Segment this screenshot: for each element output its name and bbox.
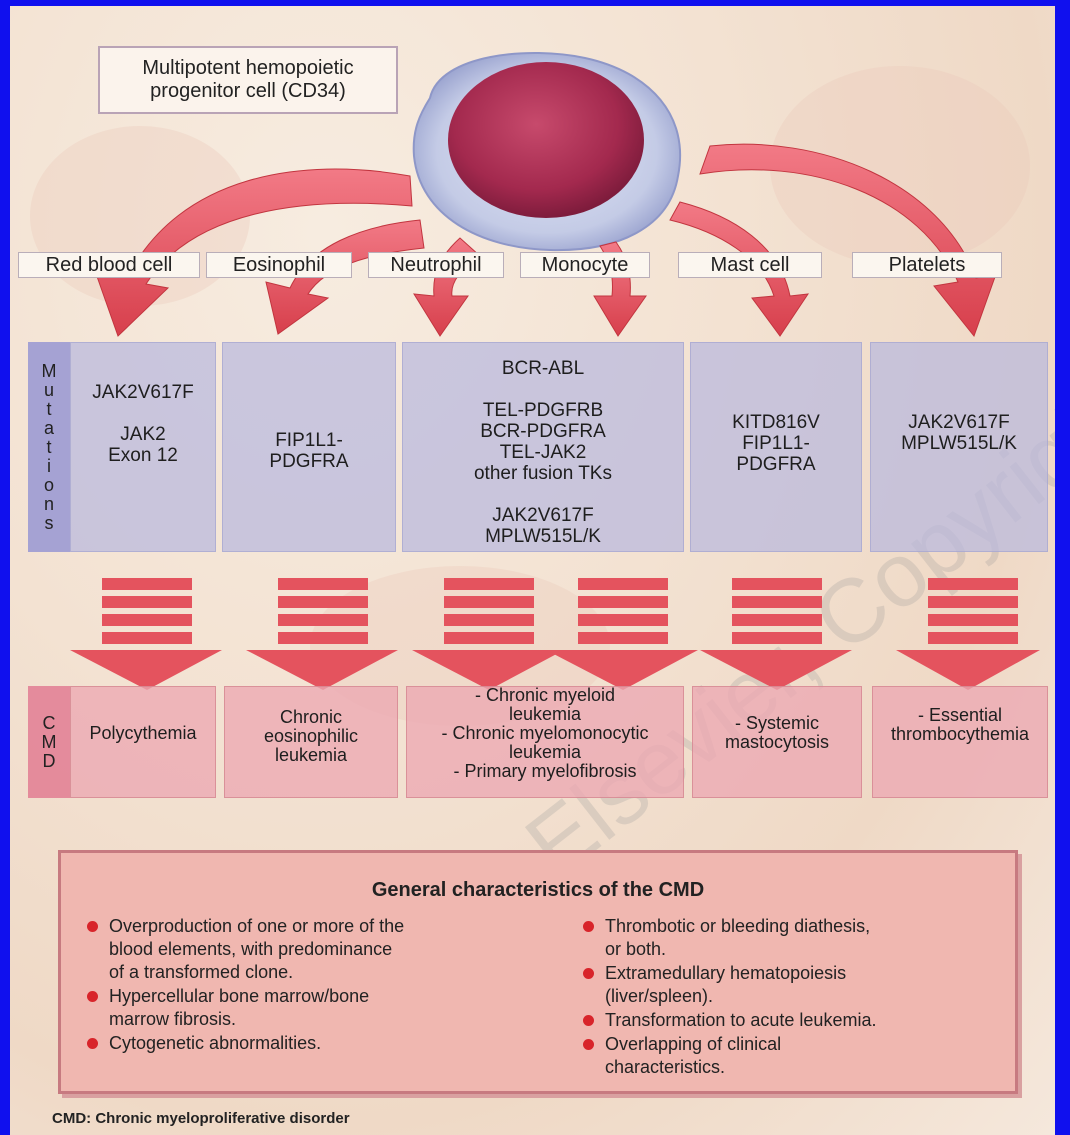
cmd-label-letter: D <box>43 752 56 771</box>
characteristic-text: Overproduction of one or more of the blo… <box>109 916 404 982</box>
bullet-dot-icon <box>583 921 594 932</box>
general-characteristics-box: General characteristics of the CMD Overp… <box>58 850 1018 1094</box>
mutations-side-label: M u t a t i o n s <box>28 342 70 552</box>
mutations-label-letter: t <box>46 438 51 457</box>
cell-type-label: Monocyte <box>520 252 650 278</box>
mutations-label-letter: i <box>47 457 51 476</box>
cell-type-label: Eosinophil <box>206 252 352 278</box>
striped-arrow-1 <box>70 578 222 690</box>
characteristic-text: Transformation to acute leukemia. <box>605 1010 876 1030</box>
mutation-text: BCR-ABL TEL-PDGFRB BCR-PDGFRA TEL-JAK2 o… <box>402 358 684 547</box>
general-characteristics-title: General characteristics of the CMD <box>61 879 1015 902</box>
cmd-label-letter: M <box>42 733 57 752</box>
diagram-canvas: © 2012 Elsevier, Copyright material Mult… <box>10 6 1055 1135</box>
mutation-text: JAK2V617F JAK2 Exon 12 <box>70 382 216 466</box>
mutations-label-letter: M <box>42 362 57 381</box>
cell-type-label: Mast cell <box>678 252 822 278</box>
cmd-side-label: C M D <box>28 686 70 798</box>
bullet-dot-icon <box>583 968 594 979</box>
cmd-text: Polycythemia <box>70 724 216 743</box>
mutations-label-letter: t <box>46 400 51 419</box>
characteristics-list-left: Overproduction of one or more of the blo… <box>83 915 553 1056</box>
striped-arrow-3 <box>412 578 564 690</box>
characteristic-text: Overlapping of clinical characteristics. <box>605 1034 781 1077</box>
characteristic-item: Transformation to acute leukemia. <box>579 1009 999 1032</box>
cell-type-label: Platelets <box>852 252 1002 278</box>
cell-type-label: Red blood cell <box>18 252 200 278</box>
characteristic-item: Cytogenetic abnormalities. <box>83 1032 553 1055</box>
stem-cell-icon <box>414 53 680 250</box>
cell-type-label: Neutrophil <box>368 252 504 278</box>
cmd-text: - Systemic mastocytosis <box>692 714 862 752</box>
characteristic-item: Extramedullary hematopoiesis (liver/sple… <box>579 962 999 1008</box>
cmd-label-letter: C <box>43 714 56 733</box>
cmd-text: - Chronic myeloid leukemia - Chronic mye… <box>406 686 684 781</box>
footnote: CMD: Chronic myeloproliferative disorder <box>52 1110 350 1127</box>
characteristic-item: Overproduction of one or more of the blo… <box>83 915 553 984</box>
bullet-dot-icon <box>583 1015 594 1026</box>
mutations-label-letter: a <box>44 419 54 438</box>
characteristic-item: Overlapping of clinical characteristics. <box>579 1033 999 1079</box>
arrows-to-cmd <box>70 578 1040 690</box>
striped-arrow-4 <box>546 578 698 690</box>
mutation-text: FIP1L1- PDGFRA <box>222 430 396 472</box>
bullet-dot-icon <box>87 991 98 1002</box>
characteristic-text: Cytogenetic abnormalities. <box>109 1033 321 1053</box>
bullet-dot-icon <box>583 1039 594 1050</box>
striped-arrow-6 <box>896 578 1040 690</box>
characteristic-text: Thrombotic or bleeding diathesis, or bot… <box>605 916 870 959</box>
characteristic-text: Extramedullary hematopoiesis (liver/sple… <box>605 963 846 1006</box>
mutations-label-letter: n <box>44 495 54 514</box>
mutations-label-letter: s <box>45 514 54 533</box>
striped-arrow-2 <box>246 578 398 690</box>
characteristic-item: Hypercellular bone marrow/bone marrow fi… <box>83 985 553 1031</box>
characteristic-item: Thrombotic or bleeding diathesis, or bot… <box>579 915 999 961</box>
mutation-text: KITD816V FIP1L1- PDGFRA <box>690 412 862 475</box>
characteristics-list-right: Thrombotic or bleeding diathesis, or bot… <box>579 915 999 1080</box>
cmd-text: Chronic eosinophilic leukemia <box>224 708 398 765</box>
bullet-dot-icon <box>87 921 98 932</box>
mutations-label-letter: u <box>44 381 54 400</box>
mutations-label-letter: o <box>44 476 54 495</box>
cmd-text: - Essential thrombocythemia <box>872 706 1048 744</box>
bullet-dot-icon <box>87 1038 98 1049</box>
mutation-text: JAK2V617F MPLW515L/K <box>870 412 1048 454</box>
striped-arrow-5 <box>700 578 852 690</box>
characteristic-text: Hypercellular bone marrow/bone marrow fi… <box>109 986 369 1029</box>
